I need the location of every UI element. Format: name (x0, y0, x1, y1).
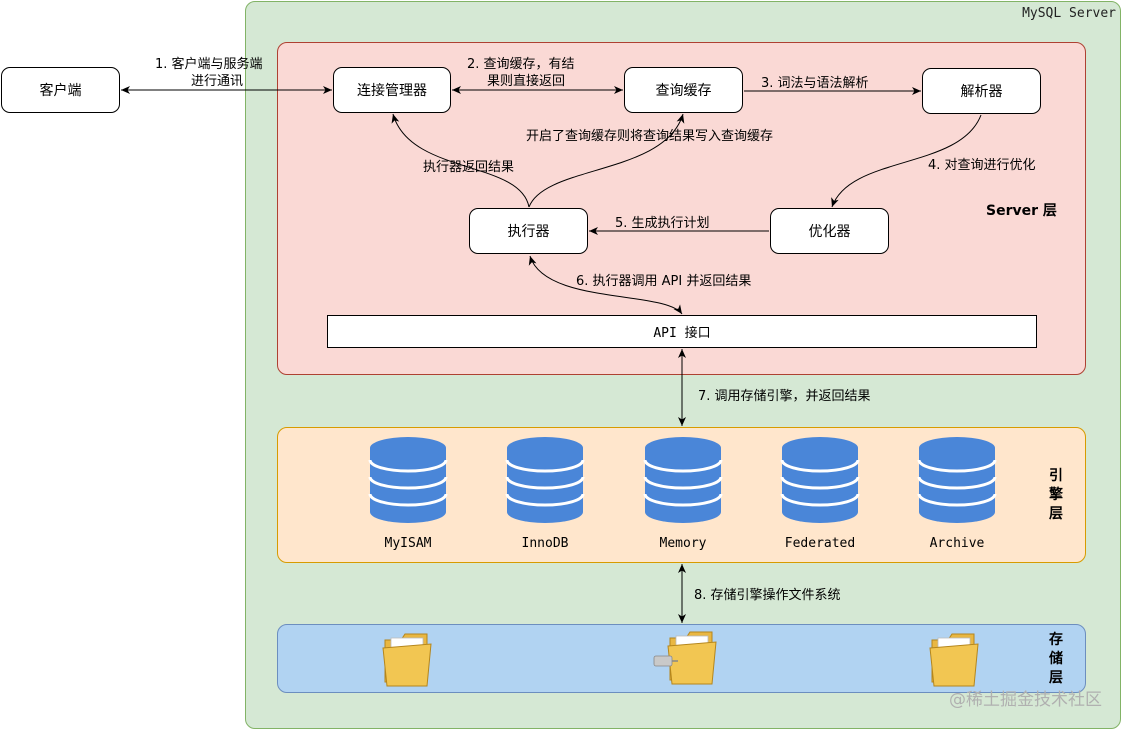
storage-layer-title: 存储层 (1049, 632, 1063, 686)
engine-name-myisam: MyISAM (384, 536, 432, 551)
server-layer-title: Server 层 (986, 203, 1057, 219)
step6-label: 6. 执行器调用 API 并返回结果 (576, 274, 752, 289)
query-cache-node[interactable]: 查询缓存 (624, 67, 743, 113)
engine-name-archive: Archive (929, 536, 985, 551)
step4-label: 4. 对查询进行优化 (928, 158, 1036, 173)
api-interface-box[interactable]: API 接口 (327, 315, 1037, 348)
arrow-executor-api (528, 255, 683, 315)
executor-node[interactable]: 执行器 (469, 208, 588, 254)
cache-write-label: 开启了查询缓存则将查询结果写入查询缓存 (526, 129, 774, 144)
network-folder-icon (653, 631, 717, 685)
arrow-executor-cache (528, 113, 685, 208)
mysql-server-label: MySQL Server (1022, 6, 1116, 21)
step2-label-line1: 2. 查询缓存，有结 (467, 57, 575, 72)
connection-manager-node[interactable]: 连接管理器 (333, 67, 451, 113)
step8-label: 8. 存储引擎操作文件系统 (694, 588, 841, 603)
step2-label-line2: 果则直接返回 (487, 74, 566, 89)
client-node[interactable]: 客户端 (1, 67, 120, 113)
folder-icon (929, 633, 979, 687)
step5-label: 5. 生成执行计划 (615, 216, 710, 231)
engine-name-innodb: InnoDB (521, 536, 569, 551)
engine-layer-title: 引擎层 (1049, 468, 1063, 522)
optimizer-node[interactable]: 优化器 (770, 208, 889, 254)
arrow-parser-optimizer (831, 114, 982, 208)
executor-return-label: 执行器返回结果 (423, 160, 515, 175)
folder-icon (382, 633, 432, 687)
engine-name-memory: Memory (659, 536, 707, 551)
engine-name-federated: Federated (784, 536, 856, 551)
step7-label: 7. 调用存储引擎，并返回结果 (698, 389, 871, 404)
arrow-executor-connection (391, 113, 530, 208)
parser-node[interactable]: 解析器 (922, 68, 1041, 114)
step1-label-line2: 进行通讯 (191, 74, 244, 89)
watermark: @稀土掘金技术社区 (949, 690, 1102, 710)
step1-label-line1: 1. 客户端与服务端 (155, 57, 263, 72)
step3-label: 3. 词法与语法解析 (761, 76, 869, 91)
